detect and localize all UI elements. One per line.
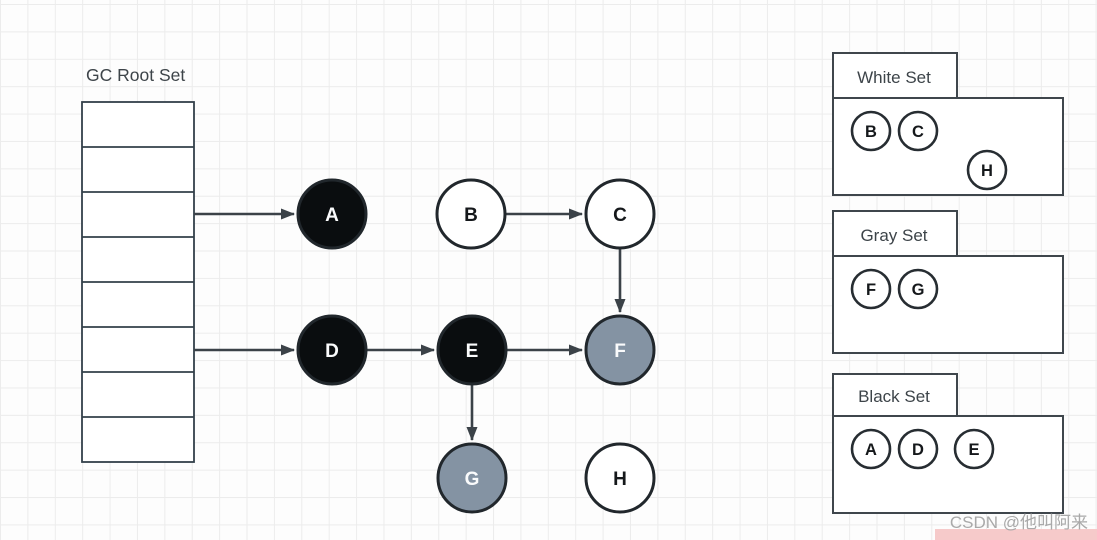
watermark-text: CSDN @他叫阿来 xyxy=(950,513,1088,532)
black-set-member-e-circle xyxy=(953,428,995,470)
node-f-label: F xyxy=(614,341,626,362)
white-set-group: White Set B C H xyxy=(832,52,1064,196)
node-e-label: E xyxy=(466,341,479,362)
white-set-member-b-circle xyxy=(850,110,892,152)
black-set-tab xyxy=(832,373,958,417)
node-g-circle xyxy=(436,442,508,514)
black-set-member-d: D xyxy=(912,441,924,459)
node-a-label: A xyxy=(325,205,339,226)
node-b-circle xyxy=(435,178,507,250)
node-h-label: H xyxy=(613,469,627,490)
black-set-group: Black Set A D E xyxy=(832,373,1064,514)
white-set-tab xyxy=(832,52,958,99)
node-d-circle xyxy=(296,314,368,386)
node-e-circle xyxy=(436,314,508,386)
node-a-circle xyxy=(296,178,368,250)
gray-set-group: Gray Set F G xyxy=(832,210,1064,354)
white-set-member-h: H xyxy=(981,162,993,180)
watermark-bar xyxy=(935,529,1097,540)
white-set-member-c-circle xyxy=(897,110,939,152)
gray-set-member-f: F xyxy=(866,281,876,299)
white-set-member-h-circle xyxy=(966,149,1008,191)
gray-set-tab xyxy=(832,210,958,257)
black-set-member-e: E xyxy=(968,441,979,459)
white-set-member-c: C xyxy=(912,123,924,141)
node-c-circle xyxy=(584,178,656,250)
node-h: H xyxy=(584,442,656,514)
node-c-label: C xyxy=(613,205,627,226)
node-h-circle xyxy=(584,442,656,514)
node-a: A xyxy=(296,178,368,250)
node-f-circle xyxy=(584,314,656,386)
node-f: F xyxy=(584,314,656,386)
gray-set-label: Gray Set xyxy=(860,226,927,245)
gray-set-member-g-circle xyxy=(897,268,939,310)
node-g: G xyxy=(436,442,508,514)
node-e: E xyxy=(436,314,508,386)
black-set-member-a-circle xyxy=(850,428,892,470)
node-b: B xyxy=(435,178,507,250)
node-g-label: G xyxy=(465,469,480,490)
node-d-label: D xyxy=(325,341,339,362)
gc-root-set-label: GC Root Set xyxy=(86,65,185,85)
node-b-label: B xyxy=(464,205,478,226)
white-set-member-b: B xyxy=(865,123,877,141)
black-set-label: Black Set xyxy=(858,387,930,406)
node-c: C xyxy=(584,178,656,250)
black-set-member-d-circle xyxy=(897,428,939,470)
white-set-label: White Set xyxy=(857,68,931,87)
node-d: D xyxy=(296,314,368,386)
gc-root-set-table xyxy=(81,101,195,463)
gray-set-member-f-circle xyxy=(850,268,892,310)
gray-set-member-g: G xyxy=(912,281,925,299)
black-set-member-a: A xyxy=(865,441,877,459)
